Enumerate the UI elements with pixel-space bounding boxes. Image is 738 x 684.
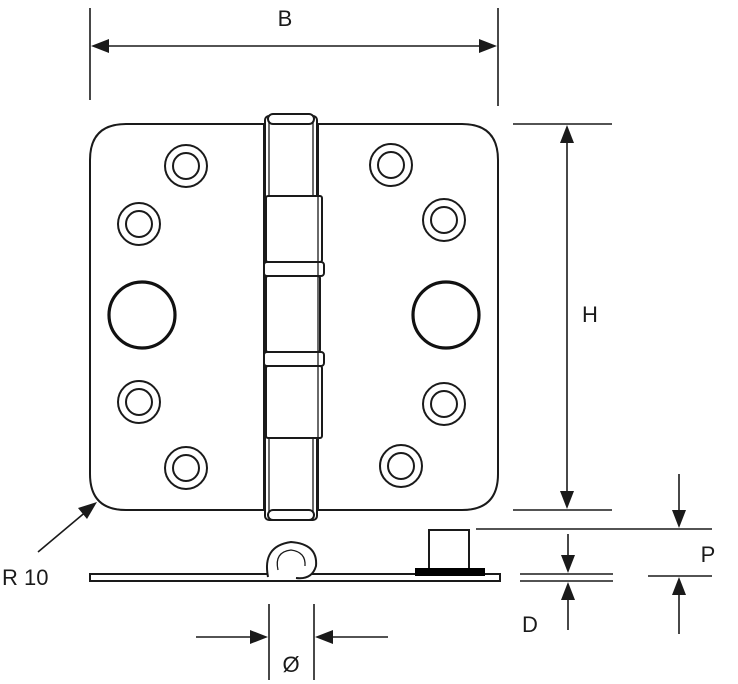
screw-hole [369, 143, 413, 187]
height-dimension: H [513, 123, 612, 511]
hinge-side-view [89, 529, 501, 582]
width-dimension: B [89, 6, 499, 106]
left-screw-holes [107, 144, 208, 490]
radius-label: R 10 [2, 565, 48, 590]
right-screw-holes [369, 143, 481, 488]
diameter-label: Ø [282, 652, 299, 677]
side-barrel [266, 540, 318, 580]
screw-hole [379, 444, 423, 488]
screw-hole [117, 202, 161, 246]
thickness-label: D [522, 612, 538, 637]
height-label: H [582, 302, 598, 327]
hinge-front-view [89, 113, 499, 521]
screw-hole [422, 198, 466, 242]
thickness-dimension: D [520, 534, 613, 637]
large-hole-left [107, 280, 177, 350]
hinge-knuckle [263, 113, 325, 521]
side-bearing [415, 529, 485, 576]
large-hole-right [411, 280, 481, 350]
projection-dimension: P [476, 474, 715, 634]
screw-hole [117, 380, 161, 424]
width-label: B [278, 6, 293, 31]
screw-hole [422, 382, 466, 426]
diameter-dimension: Ø [196, 604, 388, 680]
screw-hole [164, 144, 208, 188]
screw-hole [164, 446, 208, 490]
projection-label: P [701, 542, 716, 567]
radius-callout: R 10 [2, 502, 97, 590]
